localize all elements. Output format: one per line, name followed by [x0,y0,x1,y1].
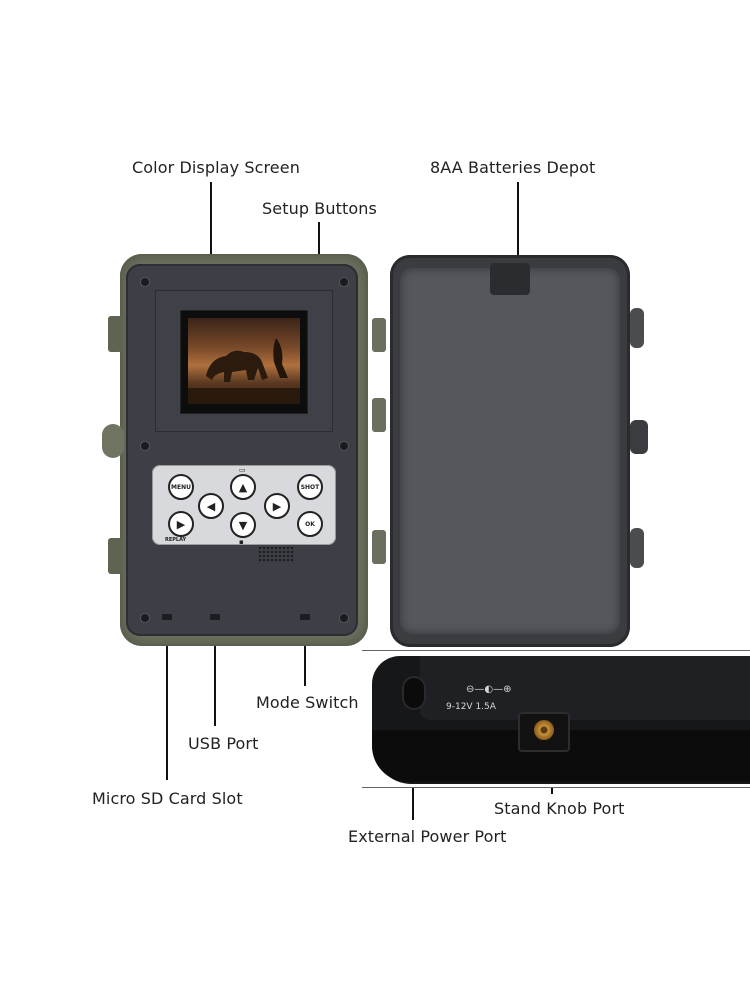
screw [141,442,149,450]
screen-preview-image [188,318,300,404]
screw [340,614,348,622]
callout-batteries-depot: 8AA Batteries Depot [430,158,596,177]
right-arrow-icon: ▶ [272,499,282,513]
leader-line-display [210,182,212,310]
screw [340,278,348,286]
inset-border-bottom [362,787,750,788]
leader-line-batteries [517,182,519,264]
side-latch[interactable] [630,308,644,348]
left-arrow-icon: ◀ [206,499,216,513]
side-clip [108,316,122,352]
usb-port[interactable] [210,614,220,620]
inset-border-top [362,650,750,651]
inset-camera-face [420,656,750,720]
callout-stand-knob-port: Stand Knob Port [494,799,625,818]
callout-micro-sd-slot: Micro SD Card Slot [92,789,243,808]
side-latch[interactable] [630,528,644,568]
stand-knob-port[interactable] [534,720,554,740]
external-power-port[interactable] [402,676,426,710]
screw [141,614,149,622]
up-arrow-icon: ▲ [238,480,248,494]
battery-depot-latch[interactable] [490,263,530,295]
side-clip [108,538,122,574]
hinge [372,318,386,352]
hinge [372,530,386,564]
leader-line-micro-sd [166,620,168,780]
shot-button[interactable]: SHOT [297,474,323,500]
micro-sd-card-slot[interactable] [162,614,172,620]
mount-lug [630,420,648,454]
battery-door-inner [400,268,620,634]
animal-silhouette [188,338,300,404]
callout-usb-port: USB Port [188,734,259,753]
callout-color-display-screen: Color Display Screen [132,158,300,177]
replay-button[interactable]: ▶ [168,511,194,537]
play-icon: ▶ [176,517,186,531]
hinge [372,398,386,432]
photo-mode-icon: ▪ [239,538,244,546]
replay-label: REPLAY [165,537,187,543]
leader-line-usb [214,620,216,726]
video-mode-icon: ▭ [239,466,246,474]
down-arrow-button[interactable]: ▼ [230,512,256,538]
up-arrow-button[interactable]: ▲ [230,474,256,500]
down-arrow-icon: ▼ [238,518,248,532]
callout-mode-switch: Mode Switch [256,693,359,712]
screw [340,442,348,450]
speaker-grille [258,546,294,562]
mode-switch[interactable] [300,614,310,620]
callout-setup-buttons: Setup Buttons [262,199,377,218]
menu-button[interactable]: MENU [168,474,194,500]
power-rating-label: 9-12V 1.5A [446,702,496,712]
leader-line-mode-switch [304,620,306,686]
ok-button[interactable]: OK [297,511,323,537]
right-arrow-button[interactable]: ▶ [264,493,290,519]
screw [141,278,149,286]
left-arrow-button[interactable]: ◀ [198,493,224,519]
callout-external-power-port: External Power Port [348,827,507,846]
mount-lug [102,424,124,458]
dc-polarity-icon: ⊖—◐—⊕ [466,684,512,695]
